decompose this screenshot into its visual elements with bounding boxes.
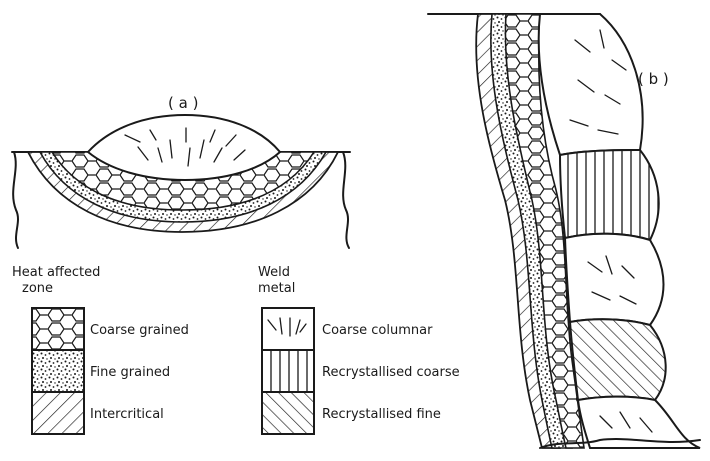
panel-b: ( b )	[428, 14, 700, 448]
swatch-fine-grained	[32, 350, 84, 392]
weld-pass-2-recrystallised-b	[560, 150, 659, 240]
haz-legend-title-line2: zone	[22, 281, 53, 296]
swatch-recrystallised-fine	[262, 392, 314, 434]
weld-pass-1-b	[539, 14, 643, 155]
legend-label-intercritical: Intercritical	[90, 407, 164, 422]
legend-label-recrystallised-fine: Recrystallised fine	[322, 407, 441, 422]
swatch-coarse-columnar	[262, 308, 314, 350]
legend-label-recrystallised-coarse: Recrystallised coarse	[322, 365, 460, 380]
plate-break-right	[343, 152, 349, 248]
legend-label-coarse-columnar: Coarse columnar	[322, 323, 433, 338]
weld-pass-4-recrystallised-b	[570, 319, 666, 400]
haz-legend-title-line1: Heat affected	[12, 265, 100, 280]
swatch-coarse-grained	[32, 308, 84, 350]
panel-b-label: ( b )	[638, 70, 669, 88]
weld-legend-title-line1: Weld	[258, 265, 290, 280]
legend: Heat affected zone Weld metal Coarse gra…	[12, 265, 460, 434]
swatch-recrystallised-coarse	[262, 350, 314, 392]
plate-break-left	[13, 152, 18, 248]
swatch-intercritical	[32, 392, 84, 434]
legend-label-fine-grained: Fine grained	[90, 365, 170, 380]
panel-a-label: ( a )	[168, 94, 198, 112]
weld-legend-title-line2: metal	[258, 281, 295, 296]
weld-pass-3-b	[565, 234, 664, 325]
legend-label-coarse-grained: Coarse grained	[90, 323, 189, 338]
panel-a: ( a )	[12, 94, 350, 248]
